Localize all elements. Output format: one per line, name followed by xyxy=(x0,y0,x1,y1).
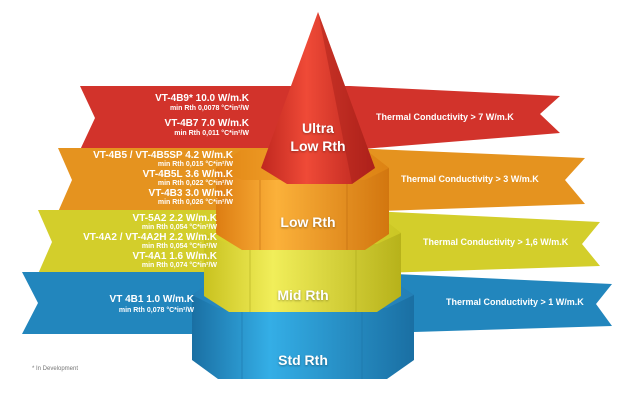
product-vt-4a2-rth: min Rth 0,054 °C*in²/W xyxy=(141,243,217,250)
product-vt-4a1: VT-4A1 1.6 W/m.K xyxy=(132,251,217,262)
tier-name-std: Std Rth xyxy=(278,352,328,368)
conductivity-std: Thermal Conductivity > 1 W/m.K xyxy=(446,297,584,307)
product-vt-4b9-rth: min Rth 0,0078 °C*in²/W xyxy=(169,105,249,112)
footnote: * In Development xyxy=(32,366,79,372)
product-vt-4b3-rth: min Rth 0,026 °C*in²/W xyxy=(157,199,233,206)
product-vt-4b5-rth: min Rth 0,015 °C*in²/W xyxy=(157,161,233,168)
product-vt-5a2: VT-5A2 2.2 W/m.K xyxy=(132,213,217,224)
conductivity-mid: Thermal Conductivity > 1,6 W/m.K xyxy=(423,237,569,247)
product-vt-4b5l-rth: min Rth 0,022 °C*in²/W xyxy=(157,180,233,187)
conductivity-low: Thermal Conductivity > 3 W/m.K xyxy=(401,174,539,184)
product-vt-4b7-rth: min Rth 0,011 °C*in²/W xyxy=(174,130,249,137)
product-vt-4b9: VT-4B9* 10.0 W/m.K xyxy=(155,93,249,104)
tier-ultra-shape xyxy=(261,12,375,184)
product-vt-4b7: VT-4B7 7.0 W/m.K xyxy=(164,118,249,129)
tier-name-ultra: Ultra Low Rth xyxy=(290,120,346,154)
product-vt-4a1-rth: min Rth 0,074 °C*in²/W xyxy=(141,262,217,269)
conductivity-ultra: Thermal Conductivity > 7 W/m.K xyxy=(376,112,514,122)
tier-name-low: Low Rth xyxy=(280,214,336,230)
product-vt-5a2-rth: min Rth 0,054 °C*in²/W xyxy=(141,224,217,231)
tier-name-mid: Mid Rth xyxy=(277,287,329,303)
product-vt-4b5: VT-4B5 / VT-4B5SP 4.2 W/m.K xyxy=(93,150,233,161)
product-vt-4b5l: VT-4B5L 3.6 W/m.K xyxy=(142,169,233,180)
product-vt-4b3: VT-4B3 3.0 W/m.K xyxy=(148,188,233,199)
product-vt-4b1: VT 4B1 1.0 W/m.K xyxy=(109,294,194,305)
product-vt-4a2: VT-4A2 / VT-4A2H 2.2 W/m.K xyxy=(83,232,217,243)
product-vt-4b1-rth: min Rth 0,078 °C*in²/W xyxy=(118,307,194,314)
